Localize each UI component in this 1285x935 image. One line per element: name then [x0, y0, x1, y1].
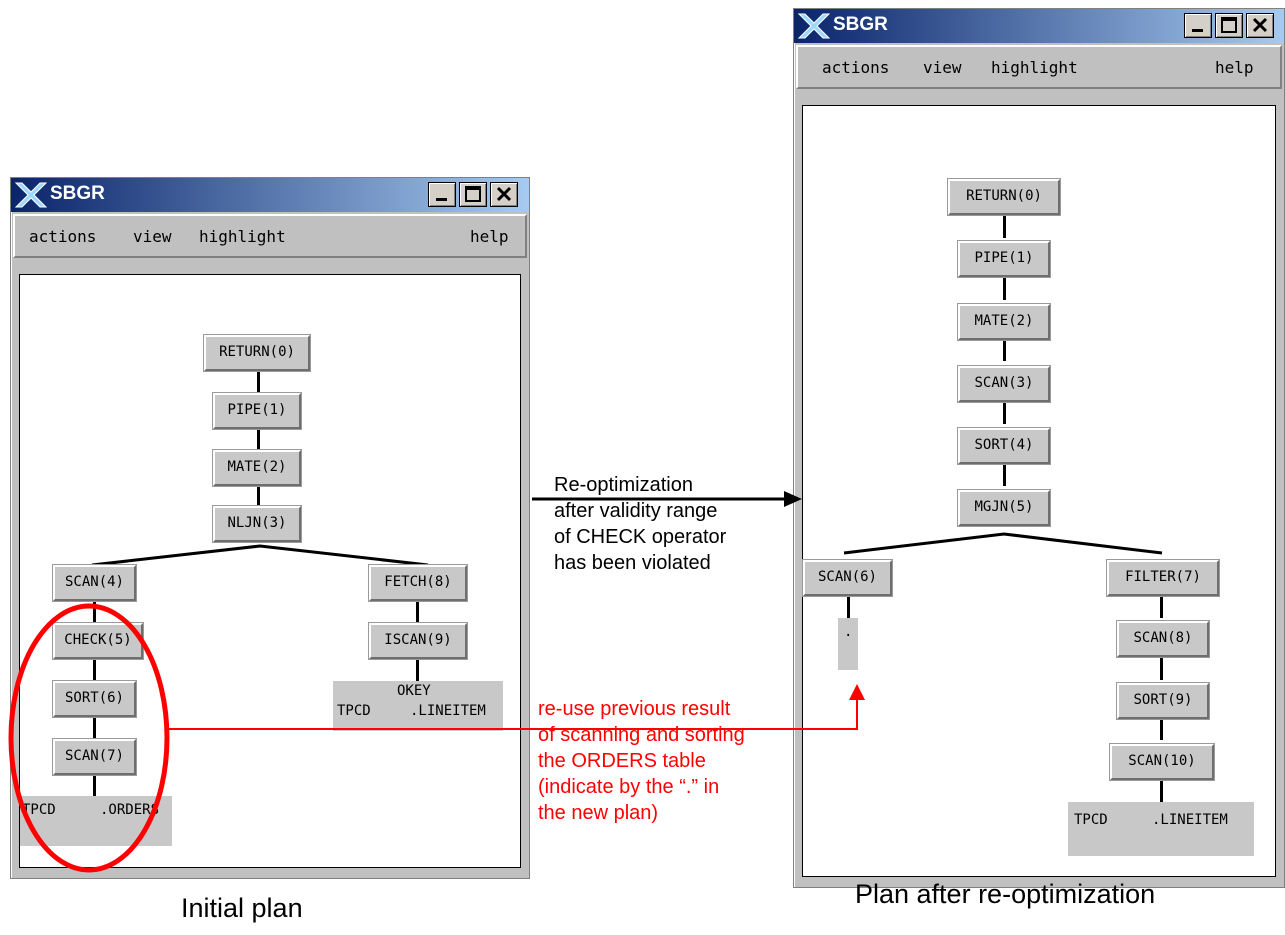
edge	[847, 594, 850, 618]
menu-actions[interactable]: actions	[822, 58, 890, 77]
lineitem-table-node[interactable]: OKEY TPCD .LINEITEM	[333, 681, 503, 731]
table-schema: TPCD	[22, 802, 56, 818]
note-line: the new plan)	[538, 802, 659, 824]
plan-node-scan3[interactable]: SCAN(3)	[957, 365, 1051, 403]
plan-node-sort4[interactable]: SORT(4)	[957, 427, 1051, 465]
edge	[416, 600, 419, 624]
plan-node-sort6[interactable]: SORT(6)	[52, 680, 137, 718]
x-logo-icon	[797, 13, 831, 39]
table-schema: TPCD	[1074, 812, 1108, 828]
menu-bar: actions view highlight help	[13, 214, 527, 258]
menu-help[interactable]: help	[1215, 58, 1254, 77]
plan-node-mate[interactable]: MATE(2)	[957, 303, 1051, 341]
edge	[257, 370, 260, 394]
orders-table-node[interactable]: TPCD .ORDERS	[20, 796, 172, 846]
table-key: OKEY	[397, 683, 431, 699]
plan-node-scan7[interactable]: SCAN(7)	[52, 738, 137, 776]
reoptimization-note: Re-optimization after validity range of …	[554, 472, 726, 576]
plan-node-scan8[interactable]: SCAN(8)	[1116, 620, 1210, 658]
edge	[1003, 400, 1006, 424]
highlight-ellipse	[8, 603, 170, 873]
edge	[93, 716, 96, 740]
minimize-icon	[1192, 29, 1203, 32]
edge	[1160, 656, 1163, 680]
edge	[93, 600, 96, 624]
plan-node-return[interactable]: RETURN(0)	[203, 334, 311, 372]
maximize-button[interactable]	[1215, 13, 1243, 38]
plan-node-iscan9[interactable]: ISCAN(9)	[368, 622, 468, 660]
note-line: has been violated	[554, 552, 711, 574]
plan-node-pipe[interactable]: PIPE(1)	[212, 392, 302, 430]
edge	[1003, 214, 1006, 238]
edge	[1003, 276, 1006, 300]
window-title: SBGR	[833, 14, 888, 35]
table-schema: TPCD	[337, 703, 371, 719]
minimize-button[interactable]	[428, 182, 456, 207]
caption-initial-plan: Initial plan	[181, 893, 303, 923]
maximize-icon	[1221, 17, 1237, 33]
plan-node-scan6[interactable]: SCAN(6)	[802, 559, 893, 597]
menu-help[interactable]: help	[470, 227, 509, 246]
close-icon	[496, 186, 512, 202]
menu-actions[interactable]: actions	[29, 227, 97, 246]
plan-node-mgjn5[interactable]: MGJN(5)	[957, 489, 1051, 527]
minimize-button[interactable]	[1184, 13, 1212, 38]
plan-node-fetch8[interactable]: FETCH(8)	[368, 564, 468, 602]
edge	[1160, 778, 1163, 802]
note-line: the ORDERS table	[538, 750, 706, 772]
caption-reoptimized-plan: Plan after re-optimization	[855, 879, 1156, 909]
left-titlebar[interactable]: SBGR	[11, 178, 529, 212]
plan-node-scan4[interactable]: SCAN(4)	[52, 564, 137, 602]
note-line: (indicate by the “.” in	[538, 776, 720, 798]
note-line: after validity range	[554, 500, 718, 522]
close-button[interactable]	[490, 182, 518, 207]
close-icon	[1252, 17, 1268, 33]
join-branch	[843, 532, 1163, 555]
plan-node-scan10[interactable]: SCAN(10)	[1109, 743, 1215, 781]
edge	[93, 658, 96, 682]
close-button[interactable]	[1246, 13, 1274, 38]
window-title: SBGR	[50, 183, 105, 204]
edge	[416, 658, 419, 682]
edge	[1160, 594, 1163, 618]
minimize-icon	[436, 198, 447, 201]
reoptimization-arrow	[532, 491, 802, 507]
edge	[1160, 716, 1163, 740]
lineitem-table-node[interactable]: TPCD .LINEITEM	[1068, 802, 1254, 856]
note-line: of CHECK operator	[554, 526, 727, 548]
menu-highlight[interactable]: highlight	[991, 58, 1078, 77]
note-line: re-use previous result	[538, 698, 731, 720]
table-name: .ORDERS	[100, 802, 160, 818]
maximize-icon	[465, 186, 481, 202]
edge	[1003, 337, 1006, 361]
table-name: .LINEITEM	[410, 703, 486, 719]
note-line: Re-optimization	[554, 474, 693, 496]
edge	[257, 484, 260, 508]
plan-node-nljn[interactable]: NLJN(3)	[212, 505, 302, 543]
reuse-result-node[interactable]: .	[838, 618, 858, 670]
reuse-note: re-use previous result of scanning and s…	[538, 696, 745, 826]
note-line: of scanning and sorting	[538, 724, 745, 746]
plan-node-sort9[interactable]: SORT(9)	[1116, 682, 1210, 720]
join-branch	[91, 544, 429, 567]
edge	[93, 774, 96, 798]
menu-bar: actions view highlight help	[796, 45, 1282, 89]
maximize-button[interactable]	[459, 182, 487, 207]
edge	[1003, 462, 1006, 486]
menu-highlight[interactable]: highlight	[199, 227, 286, 246]
reuse-arrow	[168, 684, 865, 730]
x-logo-icon	[14, 182, 48, 208]
table-name: .LINEITEM	[1152, 812, 1228, 828]
edge	[257, 428, 260, 452]
menu-view[interactable]: view	[923, 58, 962, 77]
plan-node-check5[interactable]: CHECK(5)	[52, 622, 144, 660]
plan-node-return[interactable]: RETURN(0)	[947, 178, 1061, 216]
reuse-marker: .	[844, 624, 853, 640]
menu-view[interactable]: view	[133, 227, 172, 246]
plan-node-pipe[interactable]: PIPE(1)	[957, 240, 1051, 278]
right-titlebar[interactable]: SBGR	[794, 9, 1284, 43]
plan-node-mate[interactable]: MATE(2)	[212, 449, 302, 487]
plan-node-filter7[interactable]: FILTER(7)	[1106, 559, 1220, 597]
